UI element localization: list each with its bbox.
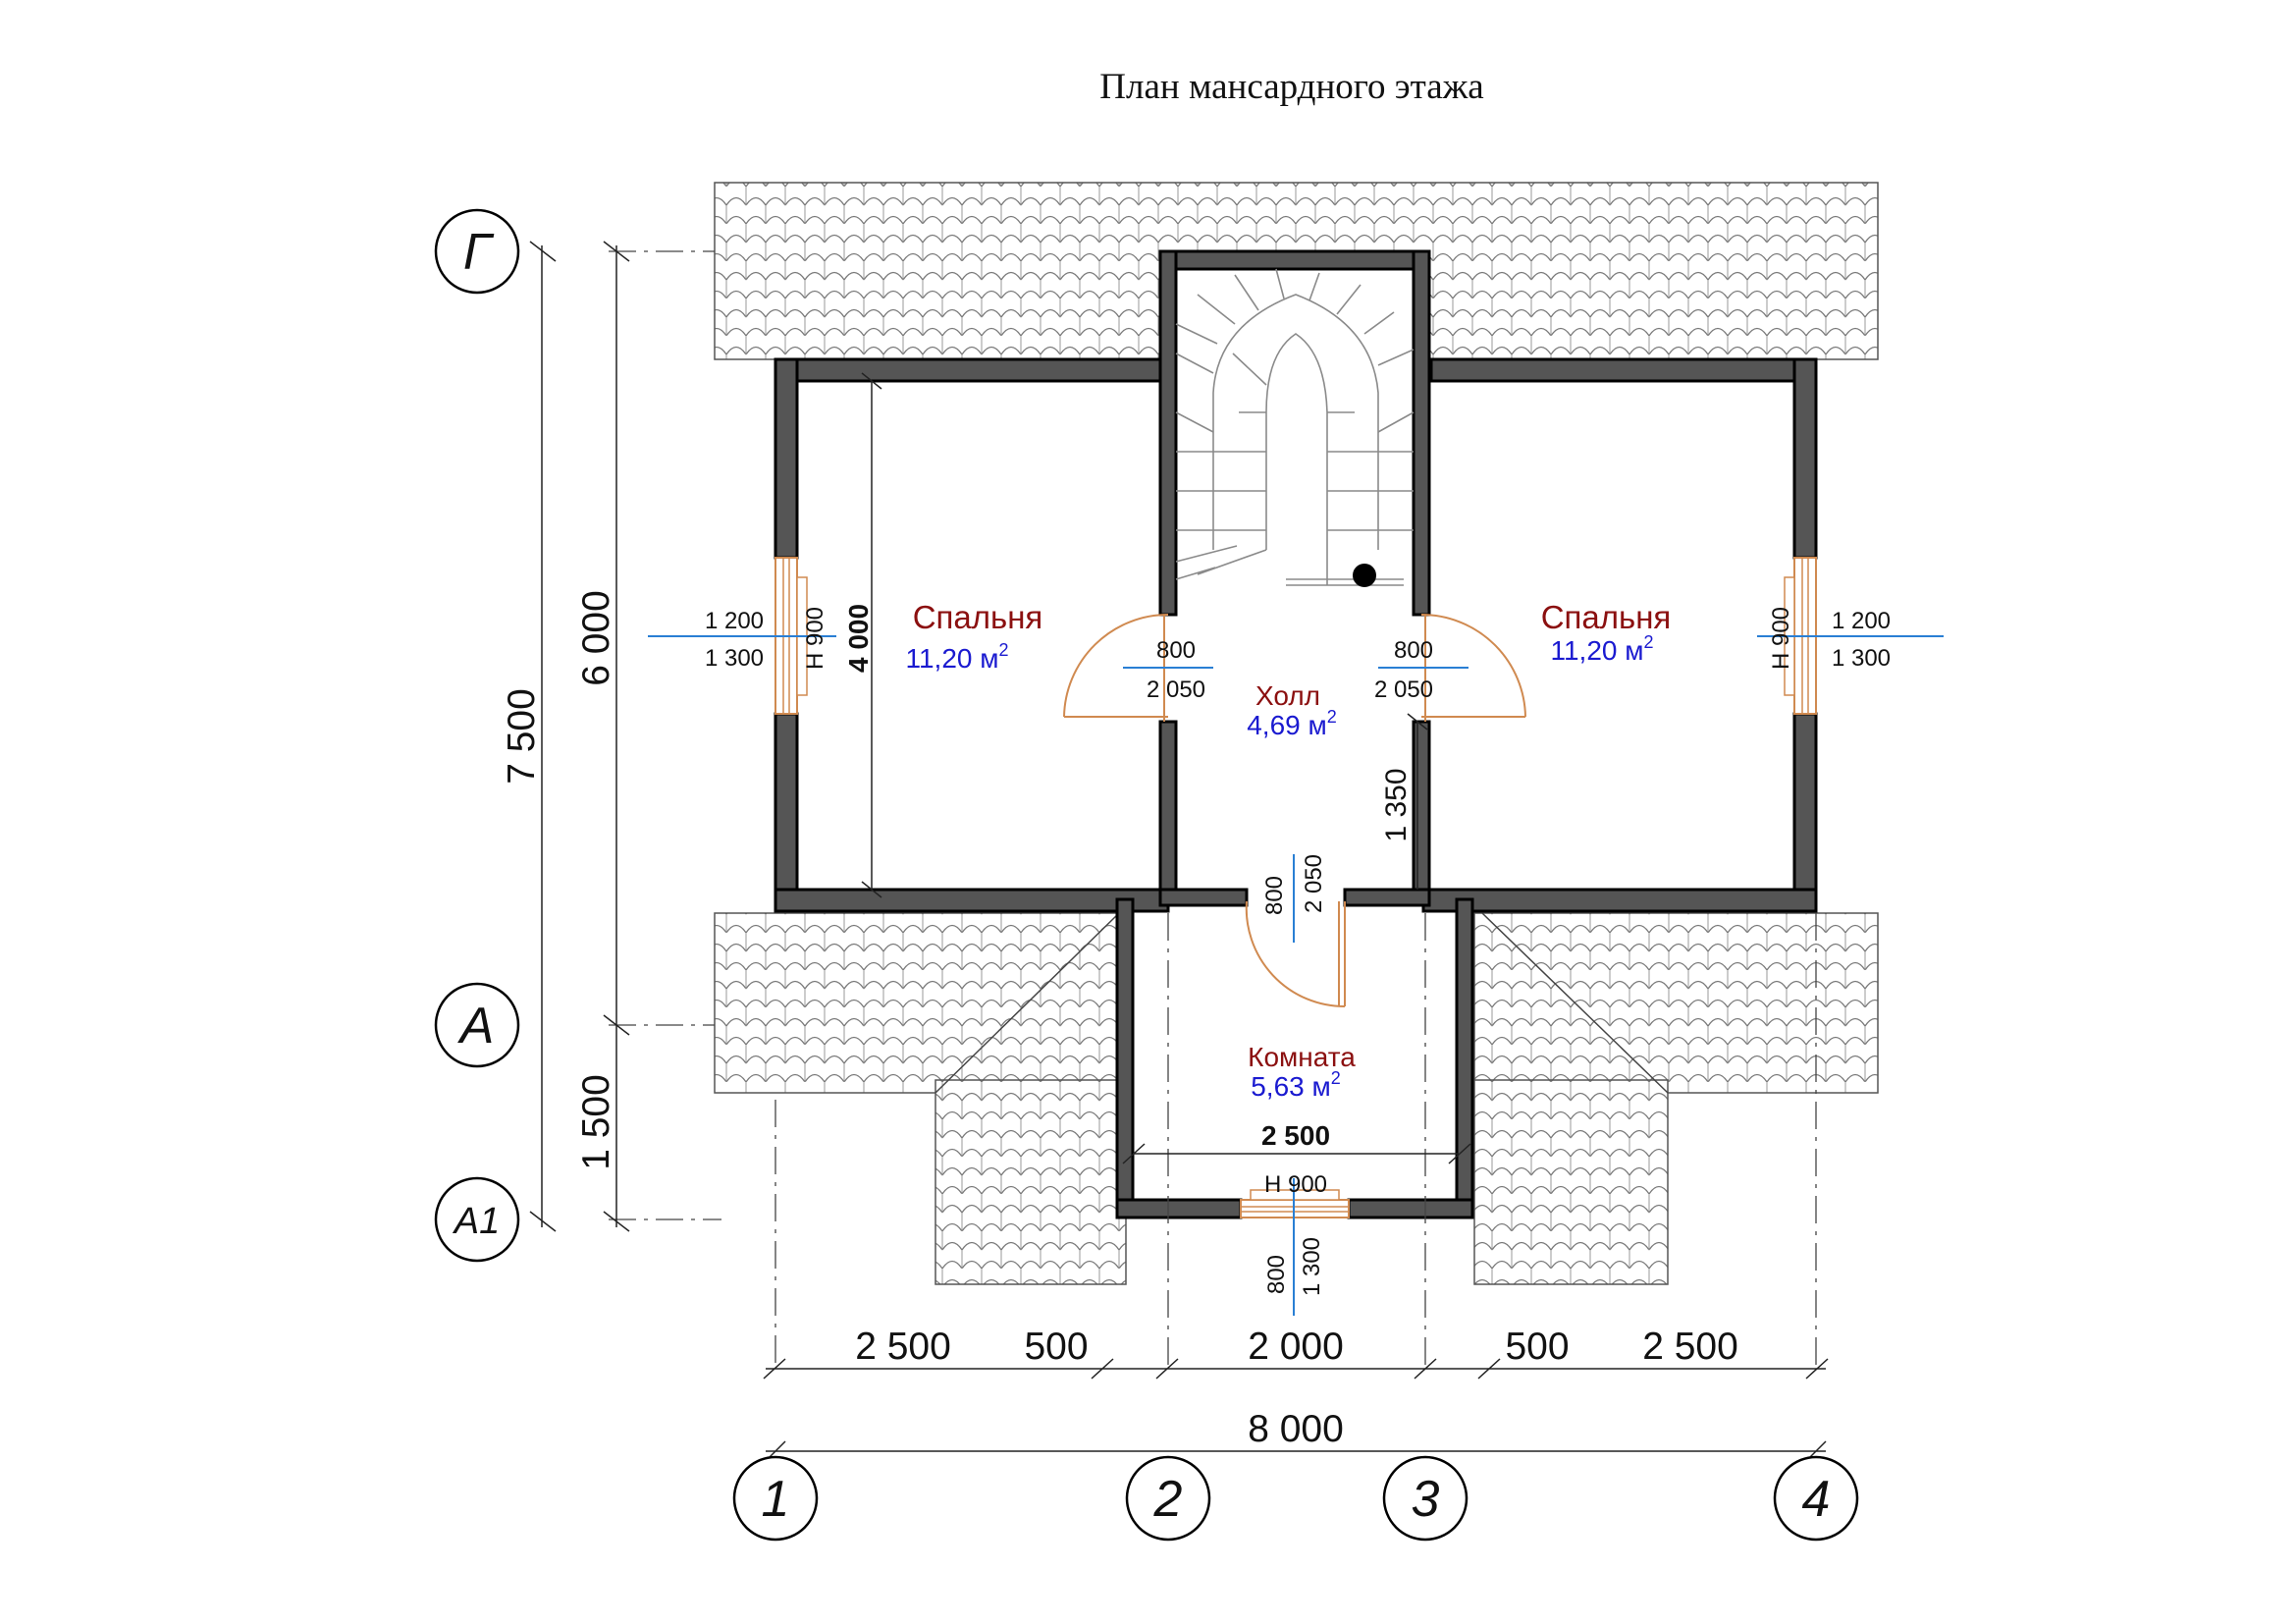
axis-label-a1: А1 [453, 1201, 500, 1242]
door-bottom-height: 2 050 [1301, 854, 1327, 913]
door-right-width: 800 [1394, 637, 1433, 664]
interior-floor [785, 261, 1804, 1216]
staircase [1175, 268, 1415, 586]
room-name-hall: Холл [1255, 680, 1320, 711]
dim-hall-wall: 1 350 [1380, 768, 1413, 841]
door-right-height: 2 050 [1374, 677, 1433, 703]
axis-label-g: Г [463, 224, 495, 281]
window-bottom-height: 1 300 [1299, 1237, 1325, 1296]
window-bottom-width: 800 [1263, 1255, 1290, 1294]
room-area-bedroom-left: 11,20 м2 [905, 640, 1008, 674]
window-right-width: 1 200 [1832, 608, 1891, 634]
door-left-height: 2 050 [1147, 677, 1205, 703]
walls [774, 249, 1818, 1219]
room-area-bedroom-right: 11,20 м2 [1550, 632, 1653, 666]
dim-left-bottom: 1 500 [575, 1074, 617, 1170]
window-left-height: 1 300 [705, 645, 764, 672]
room-name-small-room: Комната [1248, 1042, 1356, 1072]
dim-bottom-1: 2 500 [855, 1326, 951, 1368]
room-area-small-room: 5,63 м2 [1251, 1068, 1341, 1102]
window-bottom-sill: Н 900 [1264, 1171, 1327, 1198]
axis-label-4: 4 [1802, 1471, 1831, 1528]
axis-bubbles [434, 208, 1859, 1542]
axis-label-3: 3 [1412, 1471, 1440, 1528]
window-right-height: 1 300 [1832, 645, 1891, 672]
axis-label-1: 1 [762, 1471, 790, 1528]
dim-bottom-4: 500 [1505, 1326, 1569, 1368]
door-left-width: 800 [1156, 637, 1196, 664]
window-left-sill: Н 900 [802, 607, 828, 670]
dim-bottom-5: 2 500 [1642, 1326, 1738, 1368]
door-bottom-width: 800 [1261, 876, 1288, 915]
vertical-dimension-lines [529, 241, 1428, 1232]
room-name-bedroom-left: Спальня [913, 599, 1043, 635]
dim-left-main: 6 000 [575, 590, 617, 686]
dim-bottom-3: 2 000 [1248, 1326, 1344, 1368]
room-name-bedroom-right: Спальня [1541, 599, 1672, 635]
window-right-sill: Н 900 [1768, 607, 1794, 670]
axis-label-2: 2 [1153, 1471, 1183, 1528]
horizontal-dimension-lines [763, 1143, 1829, 1462]
roof-tiles [714, 182, 1879, 1285]
dim-bedroom-depth: 4 000 [843, 604, 874, 673]
window-left-width: 1 200 [705, 608, 764, 634]
dim-room-width: 2 500 [1261, 1120, 1330, 1151]
axis-lines [609, 250, 1817, 1365]
drawing-title: План мансардного этажа [1099, 67, 1483, 107]
dim-left-total: 7 500 [501, 688, 543, 785]
room-area-hall: 4,69 м2 [1247, 707, 1337, 740]
callout-lines [648, 635, 1944, 1316]
dim-bottom-2: 500 [1024, 1326, 1088, 1368]
stair-post [1353, 564, 1376, 587]
dim-bottom-total: 8 000 [1248, 1408, 1344, 1450]
axis-label-a: А [457, 998, 495, 1055]
